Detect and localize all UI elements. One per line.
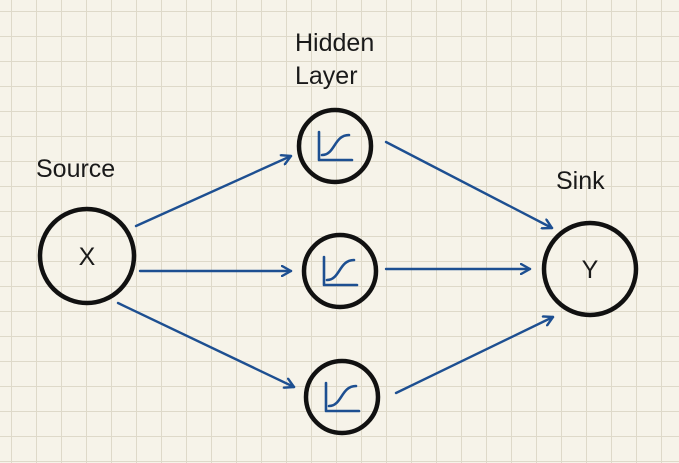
sink-node-label: Y [582, 256, 599, 284]
sink-label: Sink [556, 167, 605, 195]
hidden-node-top [296, 107, 374, 185]
arrow-source-to-hidden-bottom [116, 301, 296, 387]
hidden-node-bottom [303, 358, 381, 436]
arrow-source-to-hidden-top [134, 156, 293, 228]
source-node: X [37, 206, 137, 306]
sink-node: Y [541, 220, 639, 318]
source-label: Source [36, 155, 116, 183]
activation-curve-icon [317, 130, 354, 162]
hidden-layer-label-line1: Hidden [295, 29, 375, 57]
arrow-hidden-bottom-to-sink [394, 317, 555, 395]
activation-curve-icon [324, 381, 361, 413]
hidden-layer-label-line2: Layer [295, 62, 358, 90]
source-node-label: X [79, 243, 96, 271]
activation-curve-icon [322, 255, 359, 287]
arrow-hidden-top-to-sink [384, 140, 554, 228]
hidden-node-middle [301, 232, 379, 310]
